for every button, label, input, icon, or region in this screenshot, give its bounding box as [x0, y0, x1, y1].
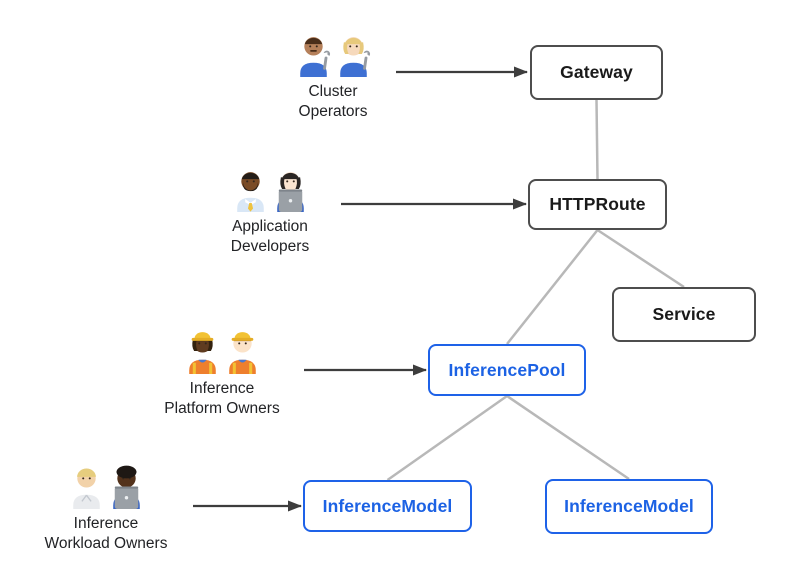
inference-workload-owners-label-line-1: Inference	[73, 515, 139, 532]
httproute-node: HTTPRoute	[528, 179, 667, 230]
application-developers-label-line-1: Application	[232, 218, 308, 235]
inference-platform-owners-icons	[185, 327, 260, 374]
inference-platform-owners-label-line-2: Platform Owners	[164, 399, 280, 417]
inferencepool-node: InferencePool	[428, 344, 586, 396]
person-blond-icon	[72, 468, 100, 509]
connector-gateway-httproute	[595, 99, 599, 180]
connector-inferencepool-inferencemodel-2	[506, 394, 630, 481]
application-developers-icons	[233, 165, 308, 212]
gateway-node: Gateway	[530, 45, 663, 100]
woman-construction-worker-icon	[188, 332, 216, 374]
inference-workload-owners-label-line-2: Workload Owners	[44, 534, 168, 552]
man-mechanic-icon	[299, 37, 330, 77]
inference-platform-owners-label-line-1: Inference	[189, 380, 255, 397]
inferencemodel-2-label: InferenceModel	[564, 496, 694, 516]
woman-technologist-icon	[276, 172, 304, 212]
cluster-operators-label-line-2: Operators	[298, 102, 368, 120]
inference-workload-owners-icons	[69, 462, 144, 509]
inferencepool-label: InferencePool	[448, 359, 566, 380]
man-technologist-icon	[112, 465, 140, 509]
connector-httproute-service	[596, 228, 685, 289]
service-label: Service	[652, 304, 716, 324]
connector-httproute-inferencepool	[506, 229, 599, 345]
inferencemodel-2-node: InferenceModel	[545, 479, 713, 534]
gateway-label: Gateway	[560, 62, 633, 82]
cluster-operators-icons	[296, 30, 371, 77]
man-construction-worker-icon	[228, 332, 256, 374]
application-developers-label-line-2: Developers	[230, 237, 310, 255]
woman-mechanic-icon	[339, 37, 370, 77]
inferencemodel-1-node: InferenceModel	[303, 480, 472, 532]
inferencemodel-1-label: InferenceModel	[322, 495, 453, 516]
cluster-operators-label-line-1: Cluster	[308, 83, 358, 100]
man-office-worker-icon	[236, 172, 264, 212]
connector-inferencepool-inferencemodel-1	[386, 394, 508, 482]
service-node: Service	[612, 287, 756, 342]
httproute-label: HTTPRoute	[549, 194, 646, 214]
